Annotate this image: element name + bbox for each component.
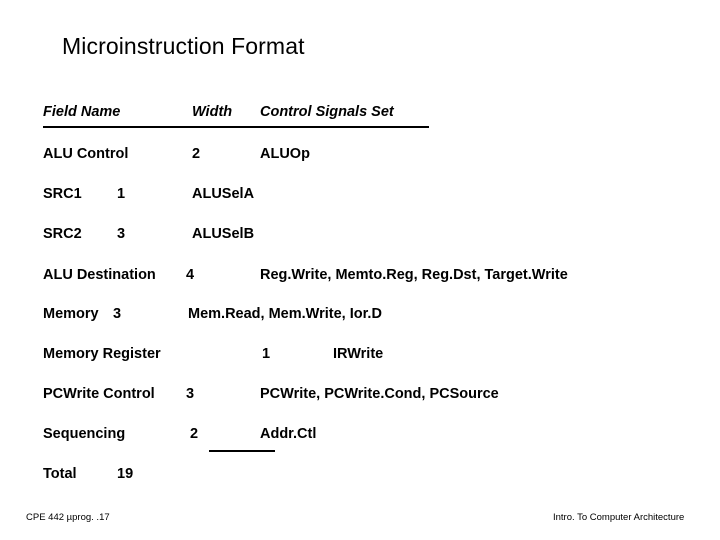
row-field-name: Memory Register	[43, 346, 161, 362]
table-row: ALU Control 2 ALUOp	[0, 146, 720, 166]
row-width: 2	[192, 146, 201, 162]
page-title: Microinstruction Format	[62, 33, 305, 60]
row-field-name: ALU Destination	[43, 267, 156, 283]
table-row: SRC2 3 ALUSelB	[0, 226, 720, 246]
row-control-signals: ALUSelA	[192, 186, 255, 202]
row-width: 3	[186, 386, 195, 402]
row-control-signals: Addr.Ctl	[260, 426, 317, 442]
row-width: 1	[117, 186, 126, 202]
row-control-signals: Mem.Read, Mem.Write, Ior.D	[188, 306, 382, 322]
row-width: 2	[190, 426, 199, 442]
table-row: Memory Register 1 IRWrite	[0, 346, 720, 366]
total-value: 19	[117, 466, 134, 482]
row-field-name: Memory	[43, 306, 99, 322]
column-header-control-signals-set: Control Signals Set	[260, 104, 394, 120]
table-row: ALU Destination 4 Reg.Write, Memto.Reg, …	[0, 267, 720, 287]
row-control-signals: ALUSelB	[192, 226, 255, 242]
total-label: Total	[43, 466, 77, 482]
row-control-signals: PCWrite, PCWrite.Cond, PCSource	[260, 386, 499, 402]
row-width: 3	[117, 226, 126, 242]
column-header-width: Width	[192, 104, 233, 120]
row-field-name: ALU Control	[43, 146, 129, 162]
table-row: SRC1 1 ALUSelA	[0, 186, 720, 206]
table-row: PCWrite Control 3 PCWrite, PCWrite.Cond,…	[0, 386, 720, 406]
footer-left-text: CPE 442 µprog. .17	[26, 512, 110, 523]
row-field-name: Sequencing	[43, 426, 126, 442]
row-field-name: PCWrite Control	[43, 386, 155, 402]
table-header-row: Field Name Width Control Signals Set	[0, 104, 720, 124]
row-field-name: SRC1	[43, 186, 82, 202]
row-field-name: SRC2	[43, 226, 82, 242]
row-control-signals: IRWrite	[333, 346, 384, 362]
row-width: 1	[262, 346, 271, 362]
footer-right-text: Intro. To Computer Architecture	[553, 512, 685, 523]
row-control-signals: ALUOp	[260, 146, 310, 162]
table-row: Memory 3 Mem.Read, Mem.Write, Ior.D	[0, 306, 720, 326]
row-width: 3	[113, 306, 122, 322]
header-underline	[43, 126, 429, 128]
column-header-field-name: Field Name	[43, 104, 121, 120]
table-row: Sequencing 2 Addr.Ctl	[0, 426, 720, 446]
table-total-row: Total 19	[0, 466, 720, 486]
width-total-rule	[209, 450, 275, 452]
row-width: 4	[186, 267, 195, 283]
row-control-signals: Reg.Write, Memto.Reg, Reg.Dst, Target.Wr…	[260, 267, 568, 283]
